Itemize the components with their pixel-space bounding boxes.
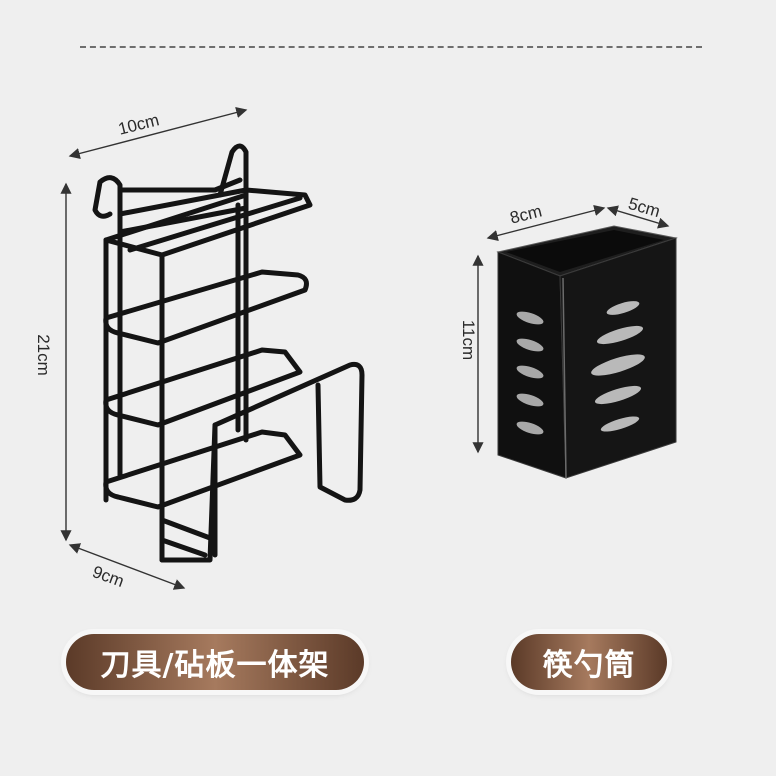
knife-board-rack [92, 143, 365, 563]
holder-height-label: 11cm [459, 319, 479, 361]
holder-name-pill: 筷勺筒 [511, 634, 667, 690]
rack-depth-dim-line [68, 543, 186, 590]
chopstick-holder [496, 225, 678, 479]
rack-name-pill: 刀具/砧板一体架 [66, 634, 364, 690]
holder-depth-dim-line [606, 205, 670, 229]
rack-width-dim-line [68, 107, 248, 159]
divider-dashed-line [80, 46, 702, 48]
rack-height-label: 21cm [33, 334, 53, 376]
holder-width-dim-line [486, 205, 606, 241]
